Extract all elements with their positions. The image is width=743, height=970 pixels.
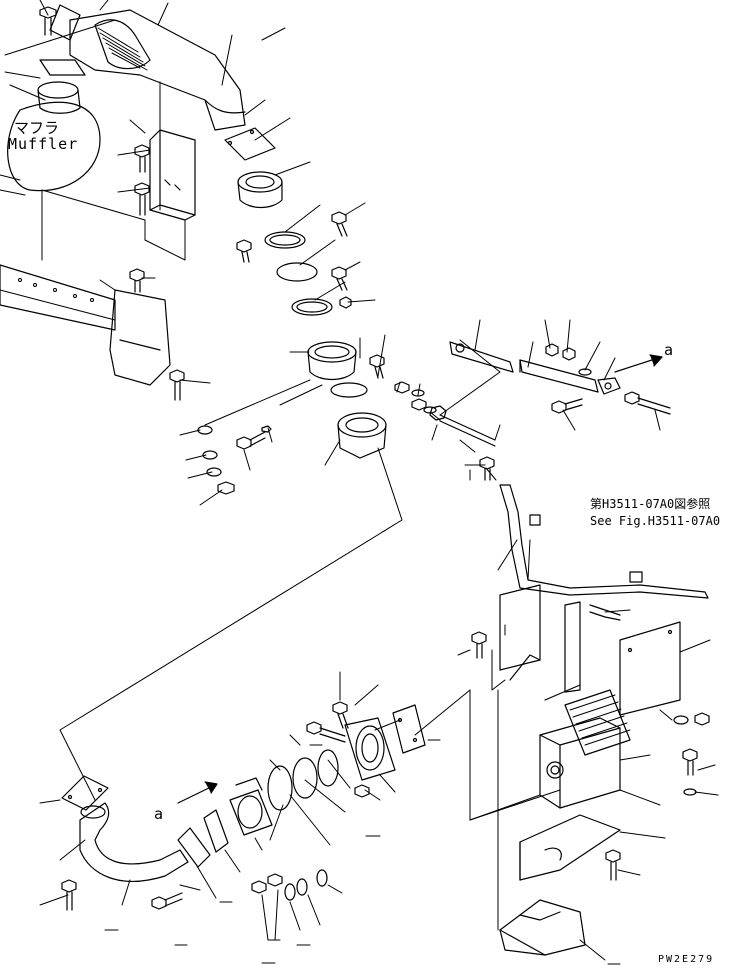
leader-lines bbox=[4, 0, 719, 961]
arrow-a-right bbox=[614, 354, 663, 373]
lower-gasket-square bbox=[392, 704, 426, 754]
clamp-bolt-right-2 bbox=[331, 266, 348, 291]
mounting-plate bbox=[619, 621, 681, 716]
label-ticks bbox=[104, 835, 621, 965]
reference-label-jp: 第H3511-07A0図参照 bbox=[590, 497, 711, 511]
bottom-hardware bbox=[251, 869, 328, 901]
washer-bolt bbox=[236, 425, 272, 450]
lower-coupler bbox=[229, 777, 273, 836]
clamp-bolt-left bbox=[236, 239, 252, 263]
long-bolt-center bbox=[429, 405, 496, 447]
clamp-ring-2 bbox=[276, 262, 318, 282]
muffler-label-jp: マフラ bbox=[14, 119, 60, 137]
elbow-end-flange bbox=[177, 827, 211, 868]
base-bracket bbox=[499, 899, 586, 956]
center-bolt bbox=[369, 354, 385, 379]
mounting-bracket bbox=[149, 129, 196, 221]
ref-mark-a-right: a bbox=[664, 341, 674, 359]
muffler-flange bbox=[37, 59, 86, 114]
arrow-a-left bbox=[177, 781, 218, 804]
elbow-bolt bbox=[61, 879, 77, 911]
center-ring bbox=[330, 382, 368, 398]
elbow-bolt-2 bbox=[151, 892, 183, 910]
plate-washer bbox=[673, 712, 710, 726]
pipe-bracket-left bbox=[499, 584, 541, 681]
nut-pair bbox=[394, 381, 437, 414]
bolt-center-lower bbox=[479, 456, 495, 481]
cover-bolt-lower bbox=[169, 369, 185, 401]
flange-connector bbox=[237, 171, 283, 209]
strut-bolt-right bbox=[624, 391, 671, 415]
strut-nuts bbox=[545, 343, 592, 376]
washer-stack bbox=[197, 425, 235, 495]
muffler-outline bbox=[0, 101, 101, 196]
cover-plate bbox=[109, 289, 171, 386]
mid-gasket bbox=[203, 809, 229, 853]
clamp-ring-1 bbox=[264, 231, 306, 249]
muffler-label-en: Muffler bbox=[8, 135, 79, 153]
exhaust-pipe-assembly bbox=[49, 4, 246, 131]
center-joint bbox=[307, 341, 357, 381]
bolt bbox=[39, 6, 57, 36]
gasket-top bbox=[224, 127, 276, 161]
frame-rail bbox=[0, 264, 116, 331]
strut-bolt-left bbox=[551, 398, 583, 414]
lower-rings bbox=[267, 749, 339, 811]
clamp-bolt-right-1 bbox=[331, 211, 348, 237]
lower-joint-assembly bbox=[344, 717, 396, 781]
bracket-bolt-lower bbox=[134, 182, 150, 216]
lower-bolts bbox=[306, 701, 370, 798]
plate-bolt bbox=[471, 631, 487, 659]
bracket-bolt-upper bbox=[134, 144, 150, 173]
bracket-hose bbox=[589, 604, 621, 621]
pipe-bracket-right bbox=[544, 601, 581, 701]
elbow-pipe bbox=[79, 802, 189, 882]
clamp-ring-3 bbox=[291, 298, 333, 316]
cover-bolt bbox=[129, 268, 145, 293]
strut-rod-right bbox=[519, 359, 599, 393]
clamp-small-part bbox=[339, 296, 352, 309]
elbow-flange bbox=[61, 775, 109, 811]
pipe-clip bbox=[529, 514, 643, 583]
heater-unit bbox=[539, 689, 631, 809]
pipe-routing bbox=[499, 484, 709, 599]
support-bracket bbox=[519, 814, 621, 881]
support-bolt bbox=[605, 849, 621, 881]
reference-label-en: See Fig.H3511-07A0 bbox=[590, 514, 721, 528]
strut-rod-left bbox=[449, 341, 514, 373]
strut-end-fitting bbox=[597, 377, 621, 395]
drawing-code: PW2E279 bbox=[658, 954, 715, 965]
ref-mark-a-left: a bbox=[154, 805, 164, 823]
heater-bolt bbox=[682, 748, 698, 796]
